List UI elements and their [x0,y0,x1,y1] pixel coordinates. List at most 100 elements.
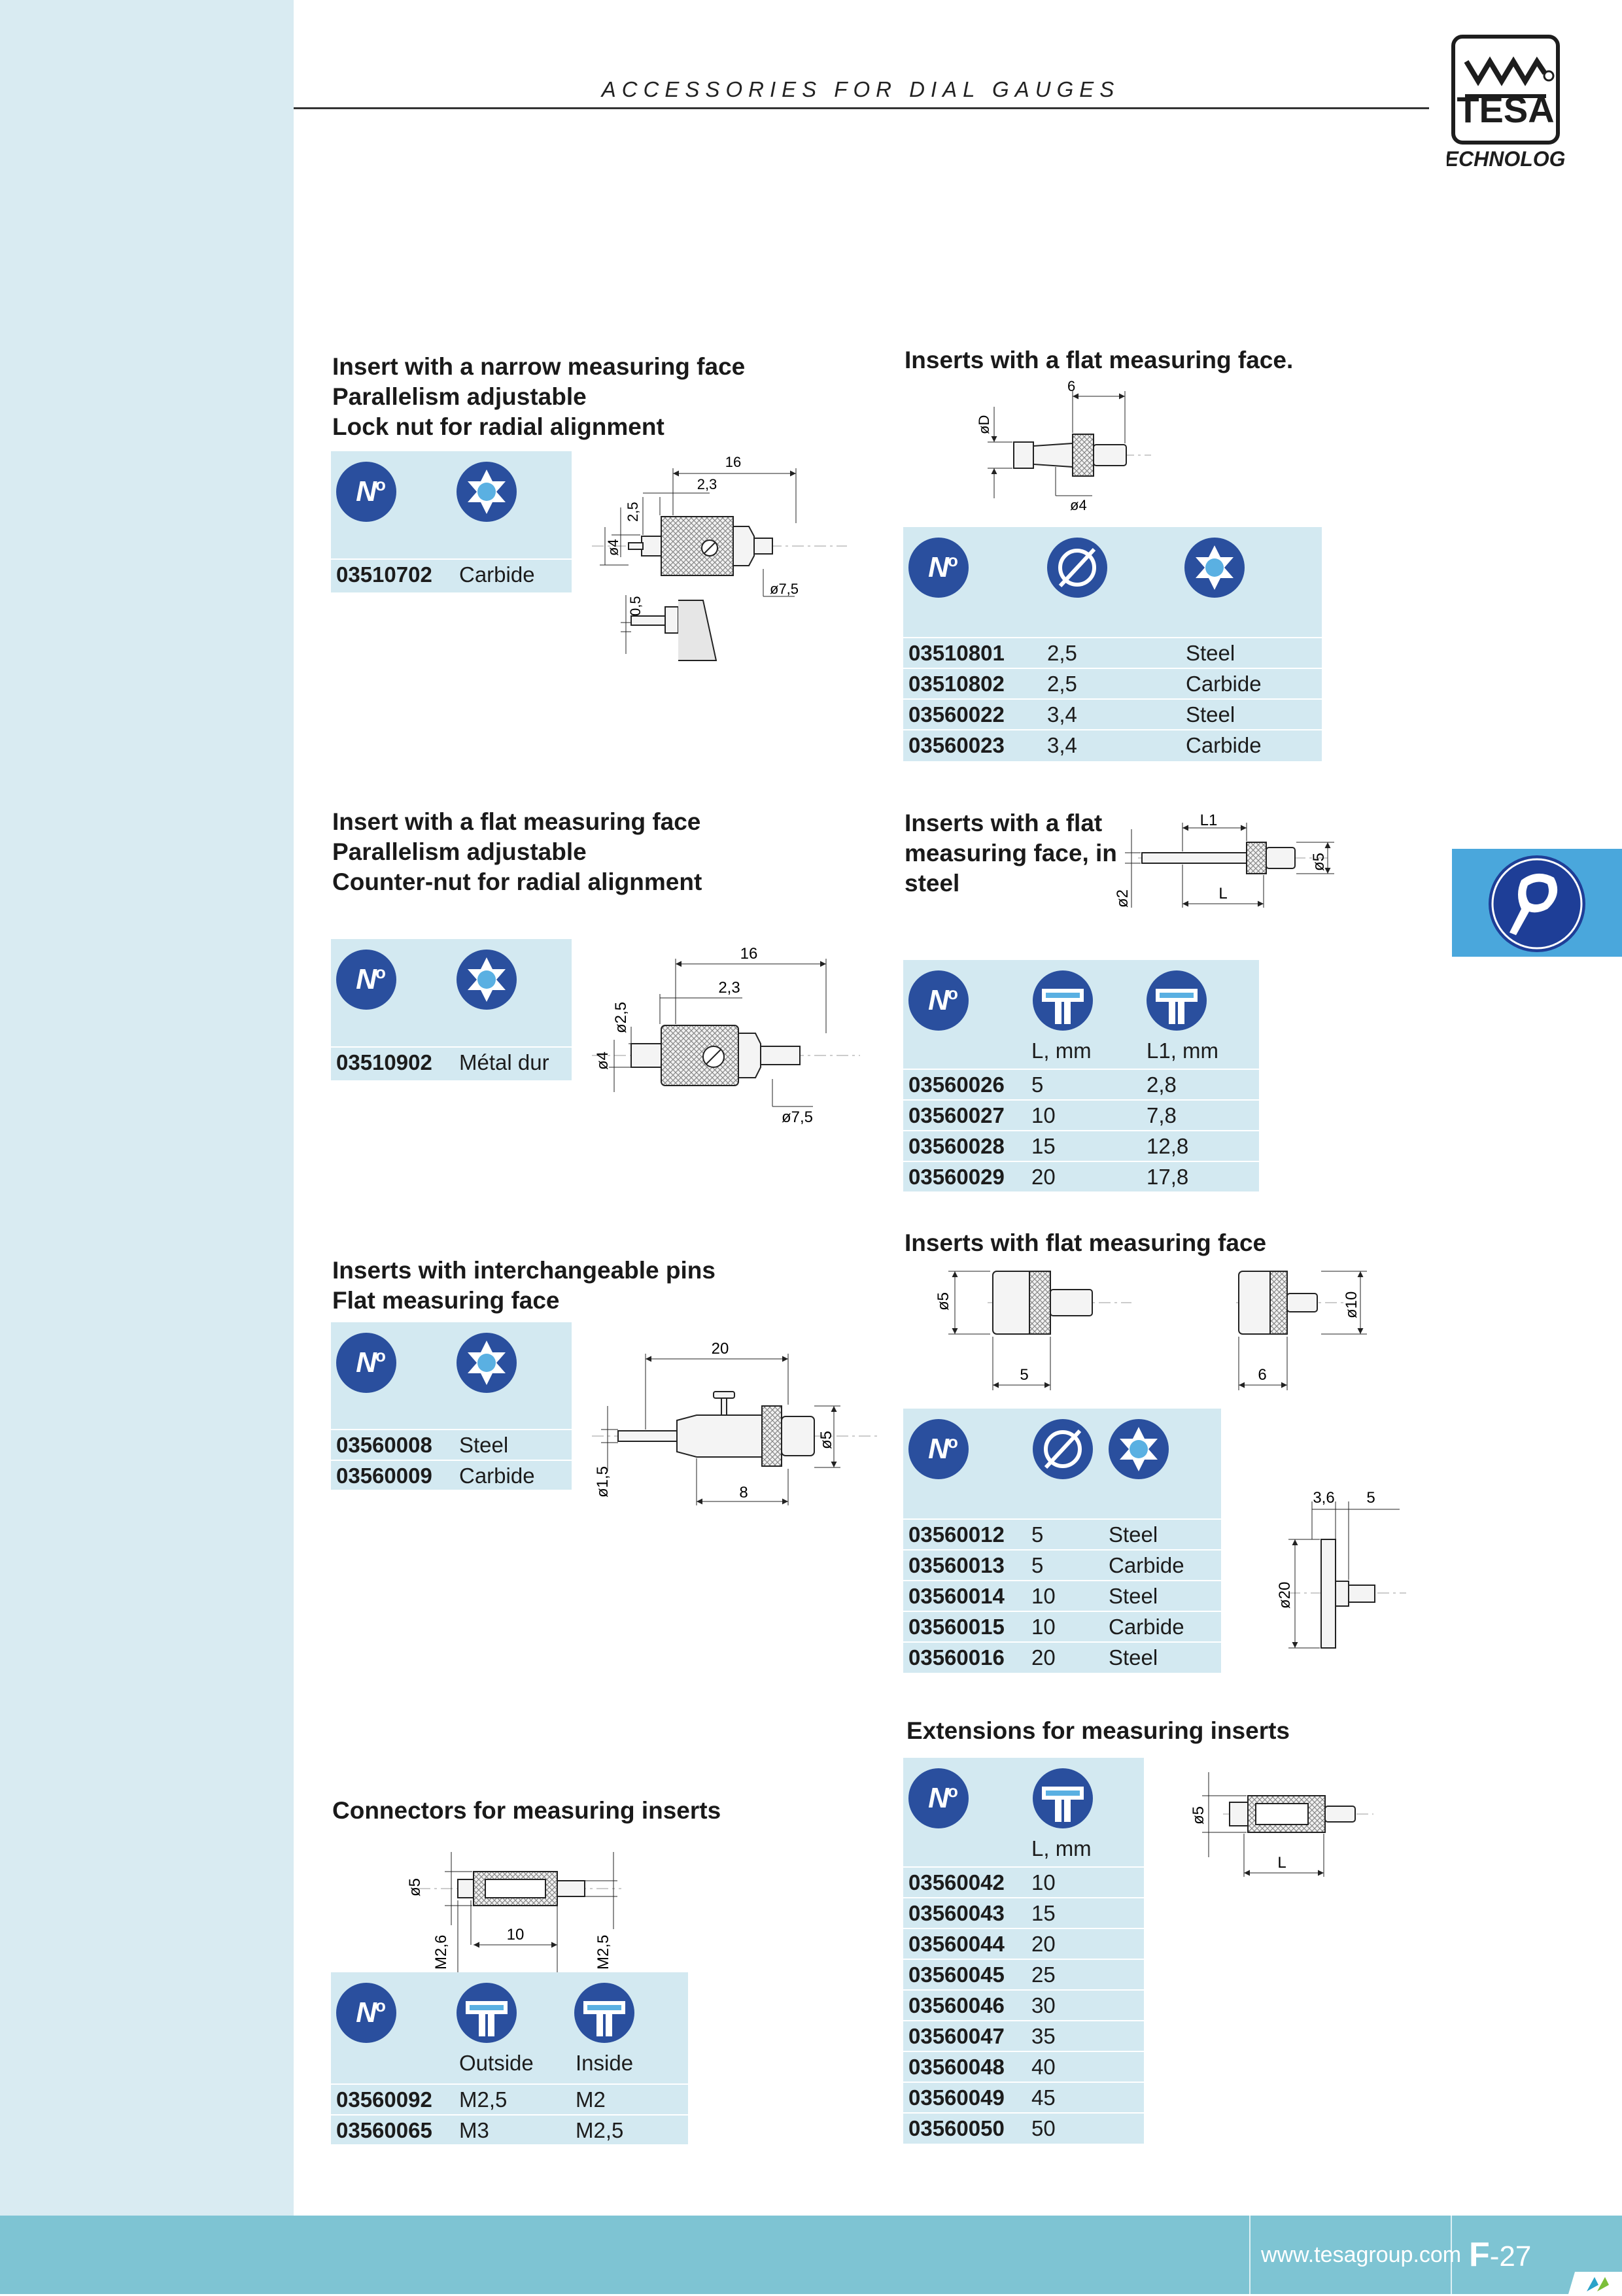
length-icon [1031,1767,1094,1830]
part-number: 03510801 [908,641,1005,665]
svg-text:N: N [356,963,377,995]
part-number: 03560015 [908,1615,1005,1639]
svg-text:N: N [928,551,950,583]
material-star-icon [1107,1418,1170,1481]
drawing-connector: ø5 M2,6 10 M2,5 [406,1852,621,1972]
diameter-value: 3,4 [1047,702,1077,727]
section-flat-face-title: Inserts with a flat measuring face. [905,345,1293,375]
title-line: Inserts with a flat [905,810,1103,836]
table-row: 03510802 2,5 Carbide [903,668,1322,698]
footer-divider [1451,2216,1452,2294]
svg-text:TECHNOLOGY: TECHNOLOGY [1447,147,1564,171]
material-value: Steel [1186,641,1235,665]
section-extensions-title: Extensions for measuring inserts [906,1716,1290,1746]
svg-text:N: N [356,1996,377,2029]
material-value: Steel [459,1433,509,1457]
diameter-value: 20 [1031,1645,1056,1670]
column-header: L1, mm [1147,1038,1219,1063]
table-row: 03560015 10 Carbide [903,1611,1221,1641]
section-tab-dial-gauge[interactable] [1452,849,1622,957]
part-number: 03560042 [908,1870,1005,1894]
svg-text:o: o [375,963,386,982]
diameter-value: 10 [1031,1615,1056,1639]
dim-label: ø5 [1190,1806,1207,1825]
material-value: Carbide [1109,1553,1184,1577]
svg-text:o: o [375,1996,386,2015]
diameter-value: 2,5 [1047,641,1077,665]
l1-value: 2,8 [1147,1072,1177,1097]
material-star-icon [455,1331,518,1394]
table-row: 03560008 Steel [331,1429,572,1460]
dim-label: ø4 [1070,497,1087,513]
dim-label: 10 [507,1926,525,1944]
dim-label: L [1218,885,1227,902]
dim-label: ø5 [935,1292,952,1311]
diameter-value: 5 [1031,1522,1044,1547]
table-row: 03510702 Carbide [331,558,572,589]
diameter-value: 5 [1031,1553,1044,1577]
dim-label: ø10 [1343,1292,1360,1318]
svg-text:o: o [948,1781,958,1801]
dim-label: 5 [1366,1489,1375,1507]
dim-label: M2,5 [595,1935,612,1970]
footer-url[interactable]: www.tesagroup.com [1261,2242,1462,2267]
title-line: Connectors for measuring inserts [332,1797,721,1824]
dim-label: ø7,5 [782,1108,813,1126]
l-value: 20 [1031,1932,1056,1956]
title-line: Insert with a flat measuring face [332,808,701,835]
svg-text:N: N [356,1346,377,1379]
part-number: 03560028 [908,1134,1005,1158]
table-row: 03510902 Métal dur [331,1046,572,1077]
page-header-title: ACCESSORIES FOR DIAL GAUGES [601,77,1120,101]
svg-text:o: o [375,475,386,494]
l1-value: 12,8 [1147,1134,1189,1158]
diameter-value: 2,5 [1047,672,1077,696]
svg-text:o: o [948,1432,958,1452]
table-row: 03560012 5 Steel [903,1518,1221,1549]
dim-label: 3,6 [1313,1489,1334,1507]
length-icon [455,1981,518,2044]
l-value: 45 [1031,2085,1056,2110]
title-line: Inserts with interchangeable pins [332,1257,716,1284]
outside-value: M3 [459,2118,489,2142]
length-icon [573,1981,636,2044]
dim-label: 6 [1258,1366,1266,1384]
column-header: L, mm [1031,1038,1092,1063]
drawing-pins-insert: 20 ø5 ø1,5 8 [592,1340,880,1505]
svg-text:o: o [375,1346,386,1365]
title-line: steel [905,870,960,897]
dim-label: ø5 [1310,853,1328,871]
diameter-icon [1031,1418,1094,1481]
table-row: 03560014 10 Steel [903,1580,1221,1611]
section-flat-adjustable-title: Insert with a flat measuring face Parall… [332,807,702,897]
table-row: 03560028 15 12,8 [903,1130,1259,1161]
l-value: 50 [1031,2116,1056,2140]
part-number: 03560044 [908,1932,1005,1956]
part-number: 03560013 [908,1553,1005,1577]
title-line: Insert with a narrow measuring face [332,353,746,380]
page-number-value: -27 [1489,2240,1532,2272]
diameter-value: 3,4 [1047,733,1077,757]
part-number: 03560043 [908,1901,1005,1925]
part-number: 03560026 [908,1072,1005,1097]
dim-label: 6 [1067,378,1075,394]
material-value: Carbide [459,1464,535,1488]
dim-label: 2,5 [625,502,641,522]
drawing-narrow-insert: 16 2,3 2,5 ø4 ø7,5 0,5 [592,454,847,661]
drawing-flat-steel-insert: L1 L ø2 ø5 [1114,812,1334,908]
svg-text:N: N [928,1782,950,1814]
dim-label: 0,5 [627,596,644,616]
part-number: 03560014 [908,1584,1005,1608]
drawing-extension: ø5 L [1190,1772,1373,1877]
part-number: 03560022 [908,702,1005,727]
dim-label: ø20 [1276,1582,1294,1609]
inside-value: M2 [576,2087,606,2112]
